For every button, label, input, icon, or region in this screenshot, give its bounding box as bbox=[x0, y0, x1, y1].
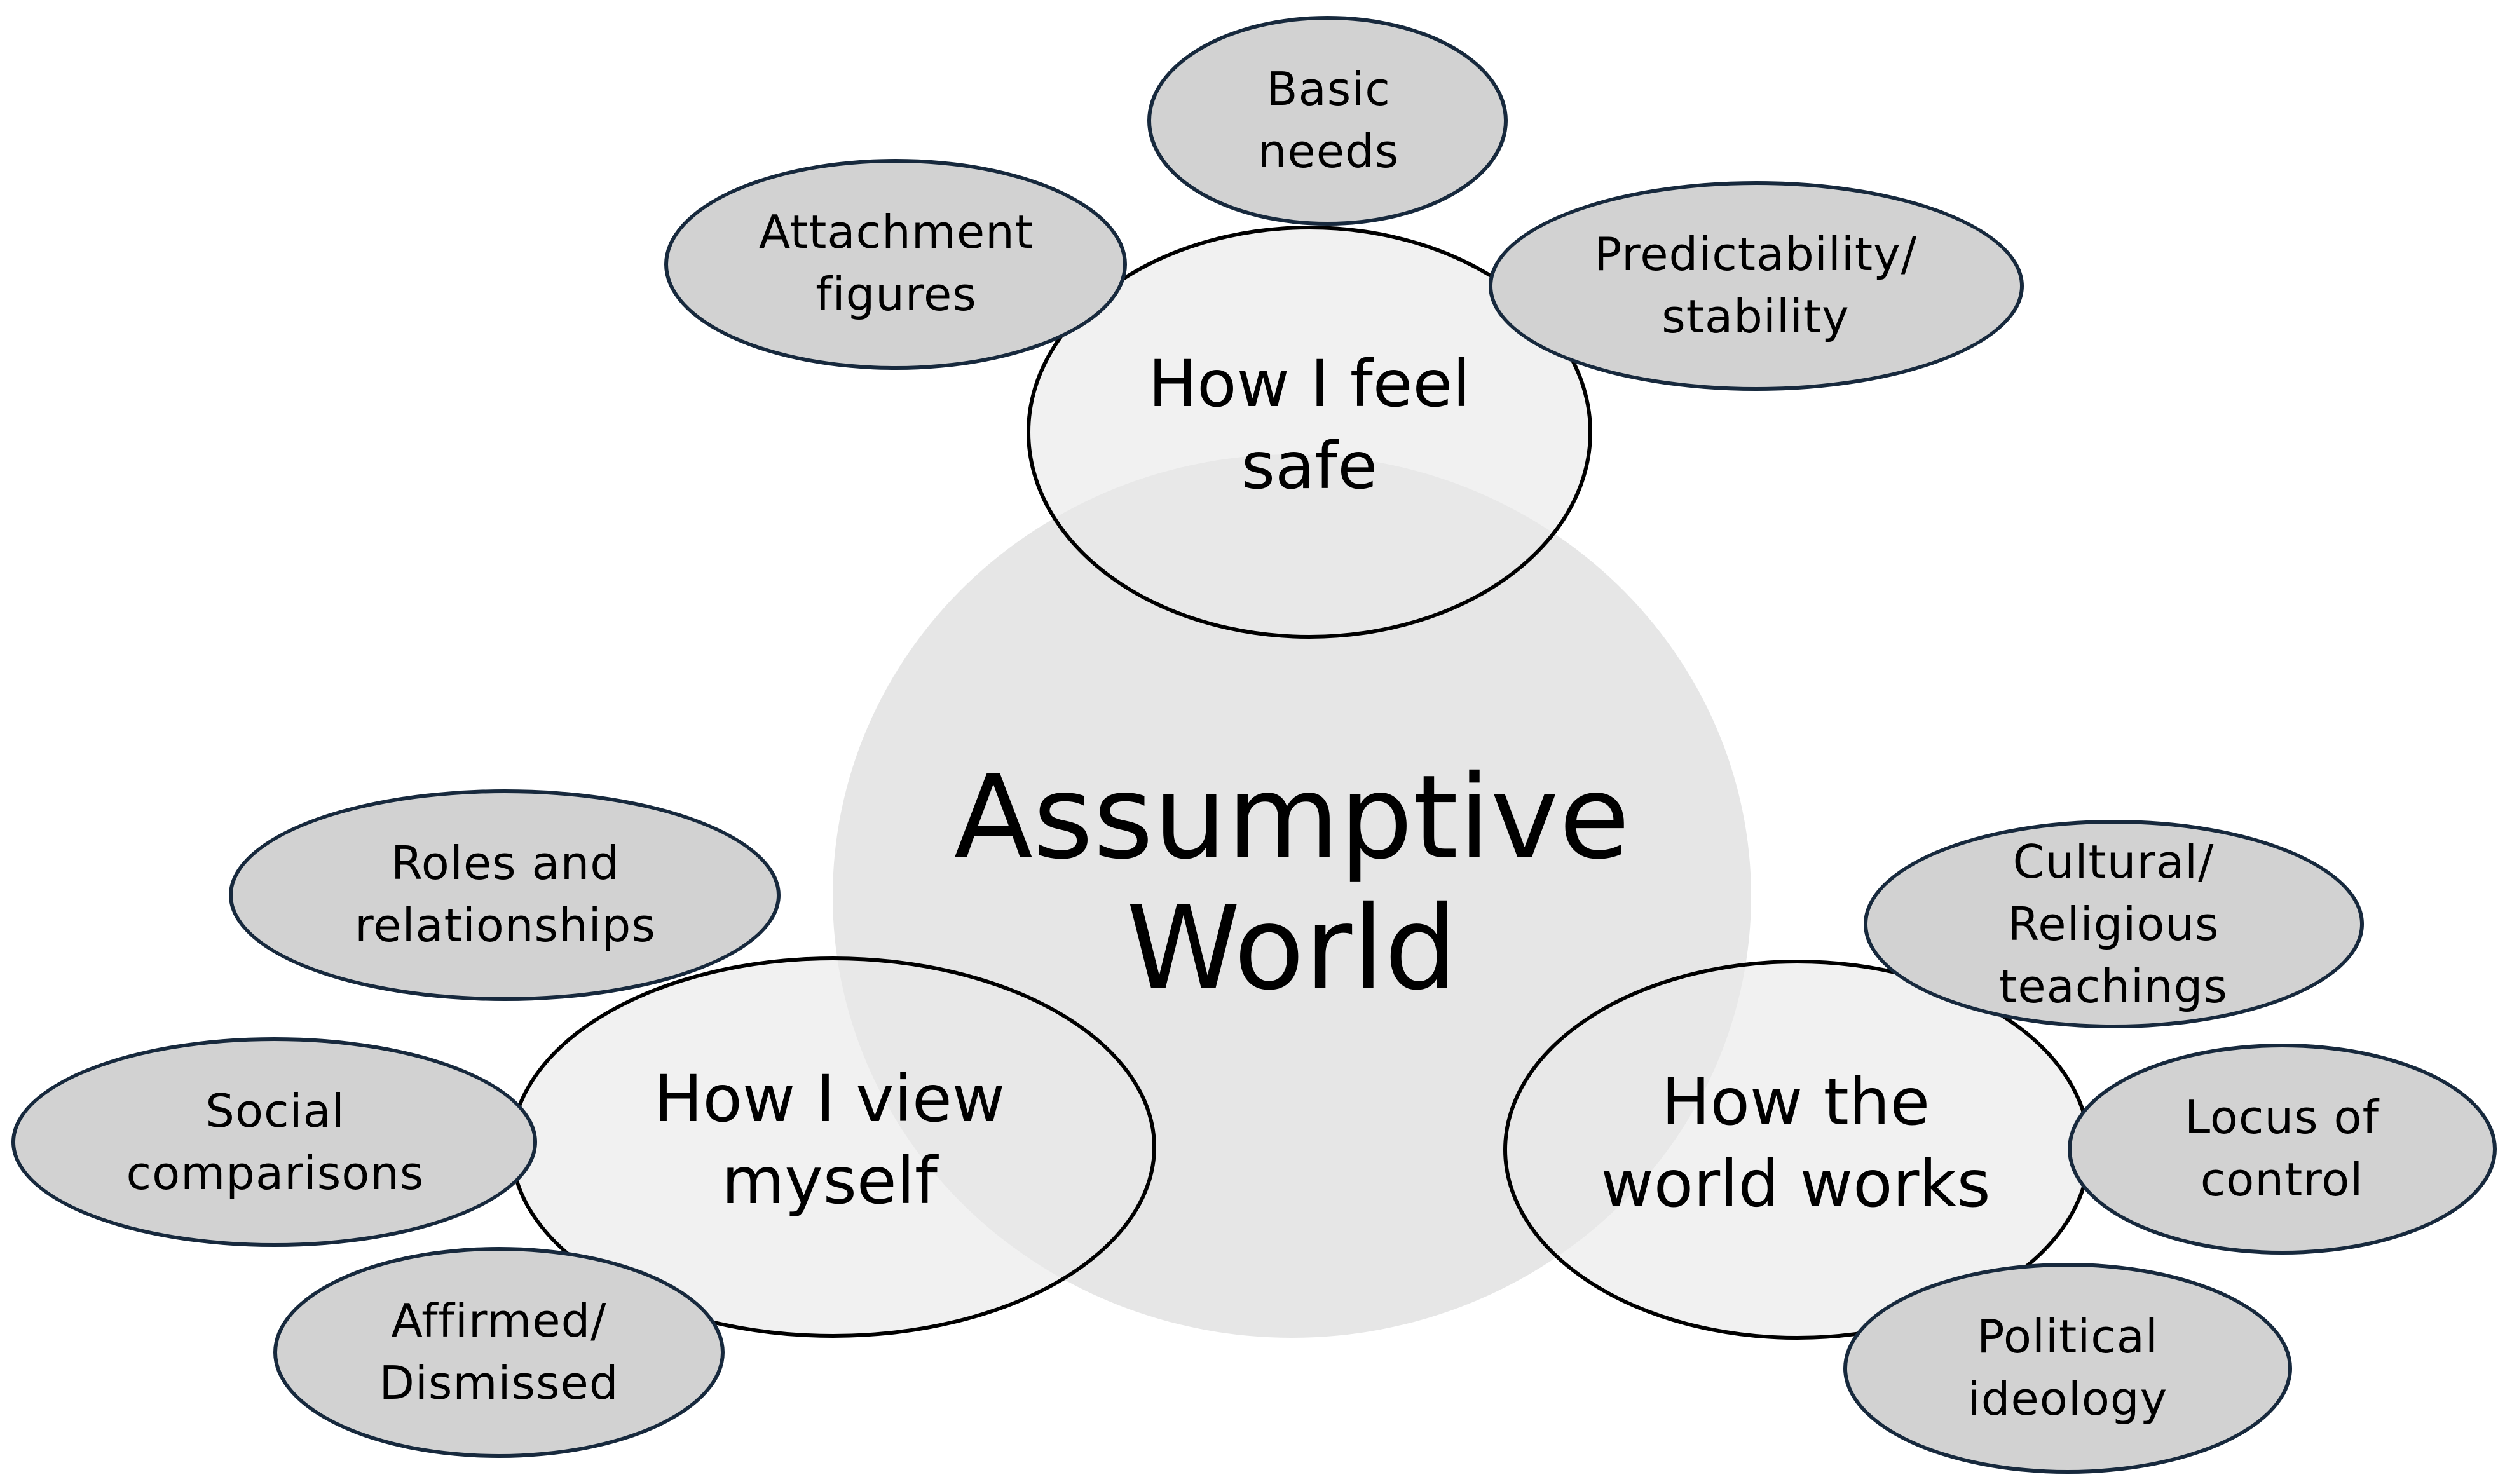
item-label-locus-of-control: Locus of control bbox=[2185, 1091, 2379, 1206]
basic-needs-ellipse bbox=[1147, 16, 1508, 226]
item-label-affirmed-dismissed: Affirmed/ Dismissed bbox=[379, 1294, 619, 1410]
domain-label-safety: How I feel safe bbox=[1148, 346, 1471, 504]
item-label-cultural-religious-teachings: Cultural/ Religious teachings bbox=[1999, 835, 2228, 1013]
domain-label-self: How I view myself bbox=[653, 1061, 1006, 1219]
item-label-roles-and-relationships: Roles and relationships bbox=[355, 836, 656, 952]
predictability-stability-ellipse bbox=[1489, 181, 2024, 391]
social-comparisons-ellipse bbox=[11, 1037, 537, 1247]
item-label-political-ideology: Political ideology bbox=[1967, 1310, 2168, 1426]
item-label-attachment-figures: Attachment figures bbox=[758, 205, 1034, 321]
item-label-social-comparisons: Social comparisons bbox=[126, 1084, 425, 1200]
roles-and-relationships-ellipse bbox=[229, 789, 781, 1001]
political-ideology-ellipse bbox=[1843, 1263, 2292, 1474]
attachment-figures-ellipse bbox=[664, 159, 1127, 370]
center-label: Assumptive World bbox=[953, 750, 1630, 1016]
locus-of-control-ellipse bbox=[2068, 1044, 2497, 1255]
affirmed-dismissed-ellipse bbox=[273, 1247, 725, 1458]
item-label-predictability-stability: Predictability/ stability bbox=[1594, 228, 1917, 343]
cultural-religious-teachings-ellipse bbox=[1864, 820, 2364, 1028]
item-label-basic-needs: Basic needs bbox=[1257, 62, 1400, 178]
domain-label-world: How the world works bbox=[1601, 1065, 1991, 1222]
